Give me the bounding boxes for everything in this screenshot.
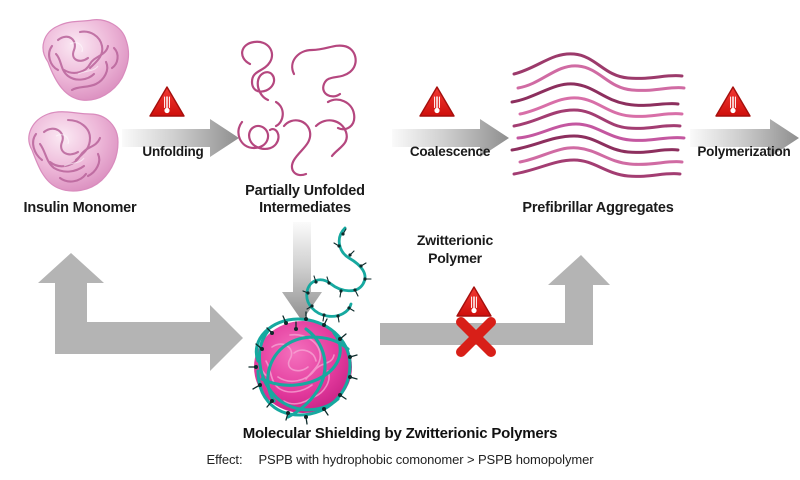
red-x-icon [456, 317, 496, 357]
label-prefibrillar-aggregates: Prefibrillar Aggregates [522, 200, 674, 216]
arrow-label-polymerization: Polymerization [697, 144, 791, 159]
prefibrillar-aggregates-fibrils [510, 52, 686, 178]
insulin-monomer-bottom [28, 111, 119, 192]
caption-effect-label: Effect: [206, 452, 243, 467]
arrow-shielding-down [282, 222, 322, 321]
caption-effect-text: PSPB with hydrophobic comonomer > PSPB h… [258, 452, 594, 467]
hazard-icon-unfolding [149, 86, 185, 117]
label-insulin-monomer: Insulin Monomer [23, 200, 137, 216]
arrow-recycle-to-monomer [38, 253, 243, 371]
caption-effect: Effect: PSPB with hydrophobic comonomer >… [0, 452, 800, 467]
arrow-label-coalescence: Coalescence [409, 144, 491, 159]
arrow-blocked-aggregation [380, 255, 610, 345]
arrow-polymerization [690, 119, 799, 157]
arrow-label-unfolding: Unfolding [142, 144, 204, 159]
hazard-icon-polymerization [715, 86, 751, 117]
caption-title: Molecular Shielding by Zwitterionic Poly… [242, 425, 558, 442]
hazard-icon-coalescence [419, 86, 455, 117]
zwitterionic-polymer-chain [302, 226, 372, 323]
partially-unfolded-chains [237, 40, 357, 177]
insulin-monomer-top [42, 19, 130, 101]
arrow-coalescence [392, 119, 509, 157]
label-partially-unfolded: Partially Unfolded Intermediates [245, 183, 365, 217]
arrow-unfolding [122, 119, 239, 157]
shielded-complex [248, 311, 358, 425]
label-zwitterionic-polymer: Zwitterionic Polymer [416, 232, 494, 266]
hazard-icon-blocked [456, 286, 492, 317]
